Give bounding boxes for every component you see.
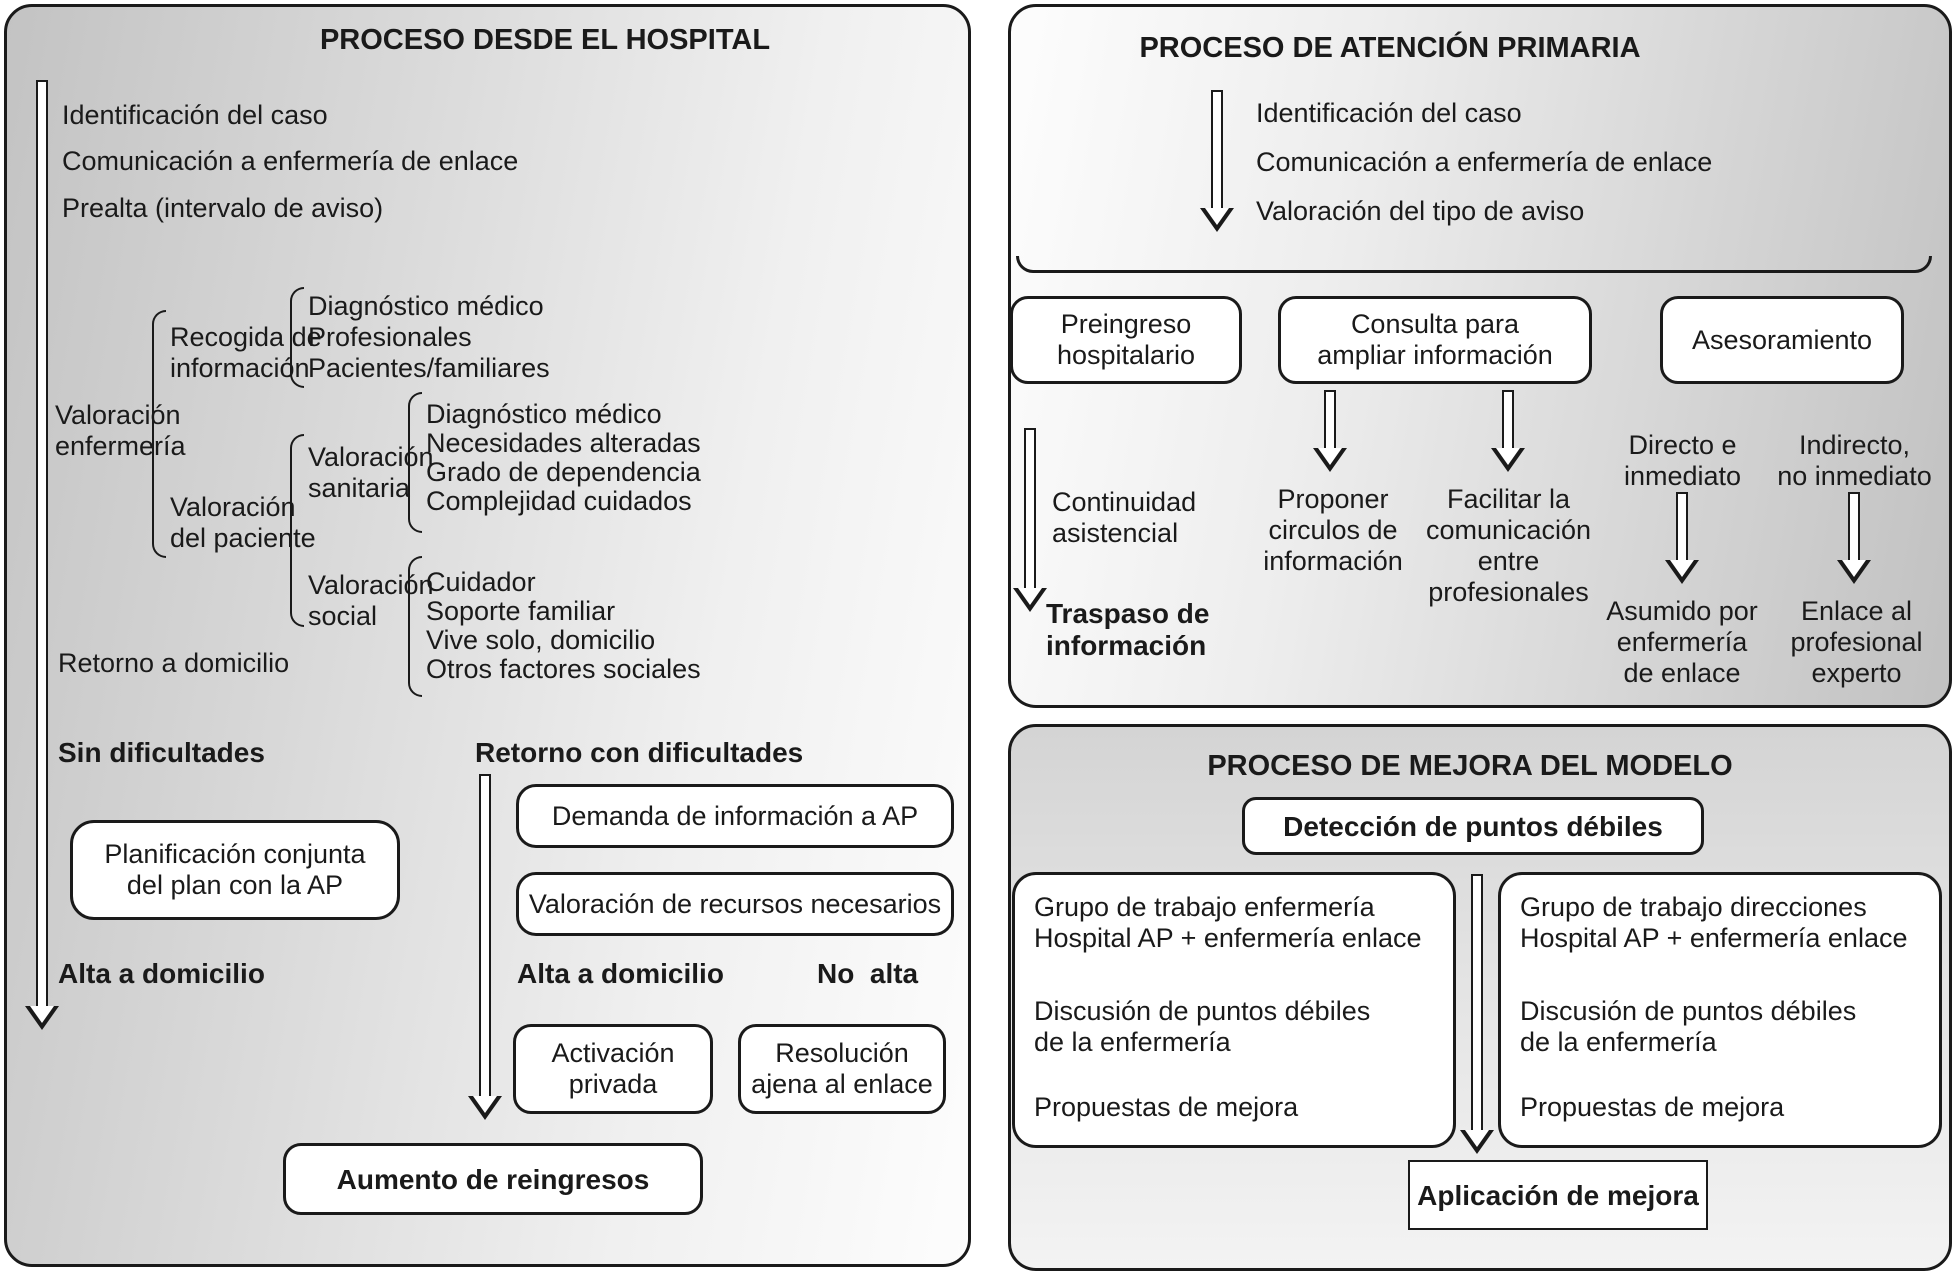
- grupo-enfermeria-box: [1012, 872, 1456, 1148]
- arrow-shaft: [1676, 492, 1688, 560]
- retorno-dificultades-down-arrow: [466, 774, 504, 1120]
- atencion-primaria-title: PROCESO DE ATENCIÓN PRIMARIA: [1139, 32, 1641, 64]
- valoracion-recursos-box: Valoración de recursos necesarios: [516, 872, 954, 936]
- ap-steps-down-arrow: [1198, 90, 1236, 232]
- no-alta-label: No alta: [817, 958, 919, 989]
- arrow-shaft: [36, 80, 48, 1006]
- grupo-direcciones-propuestas: Propuestas de mejora: [1520, 1092, 1785, 1122]
- grupo-direcciones-discusion: Discusión de puntos débiles de la enferm…: [1520, 996, 1857, 1057]
- sanitaria-items-bracket: [408, 392, 422, 533]
- arrow-shaft: [479, 774, 491, 1096]
- asesoramiento-text: Asesoramiento: [1691, 324, 1873, 355]
- aplicacion-mejora-text: Aplicación de mejora: [1417, 1179, 1699, 1211]
- valoracion-recursos-text: Valoración de recursos necesarios: [528, 888, 942, 919]
- aplicacion-mejora-box: Aplicación de mejora: [1408, 1160, 1708, 1230]
- activacion-privada-text: Activación privada: [551, 1038, 675, 1099]
- sanitaria-items: Diagnóstico médico Necesidades alteradas…: [426, 399, 701, 516]
- ap-group-bracket: [1016, 256, 1932, 273]
- alta-domicilio-right-label: Alta a domicilio: [517, 958, 724, 989]
- consulta-ampliar-text: Consulta para ampliar información: [1317, 309, 1553, 370]
- asumido-enfermeria-label: Asumido por enfermería de enlace: [1606, 596, 1758, 688]
- sin-dificultades-label: Sin dificultades: [58, 737, 265, 768]
- grupo-enfermeria-propuestas: Propuestas de mejora: [1034, 1092, 1299, 1122]
- arrow-shaft: [1471, 874, 1483, 1130]
- hospital-title: PROCESO DESDE EL HOSPITAL: [319, 24, 771, 56]
- indirecto-no-inmediato-label: Indirecto, no inmediato: [1777, 430, 1932, 491]
- valoracion-paciente-bracket: [290, 434, 304, 627]
- retorno-domicilio-label: Retorno a domicilio: [58, 648, 290, 678]
- deteccion-puntos-debiles-box: Detección de puntos débiles: [1242, 797, 1704, 855]
- asesoramiento-box: Asesoramiento: [1660, 296, 1904, 384]
- deteccion-puntos-debiles-text: Detección de puntos débiles: [1283, 810, 1663, 842]
- aumento-reingresos-box: Aumento de reingresos: [283, 1143, 703, 1215]
- social-items: Cuidador Soporte familiar Vive solo, dom…: [426, 567, 701, 684]
- recogida-items-bracket: [290, 287, 304, 388]
- retorno-con-dificultades-label: Retorno con dificultades: [475, 737, 804, 768]
- indirecto-down-arrow: [1836, 492, 1872, 584]
- ap-step-valoracion-aviso: Valoración del tipo de aviso: [1256, 196, 1585, 226]
- hospital-step-prealta: Prealta (intervalo de aviso): [62, 193, 384, 223]
- valoracion-enfermeria-bracket: [152, 310, 166, 558]
- proponer-down-arrow: [1312, 390, 1348, 472]
- arrow-shaft: [1848, 492, 1860, 560]
- arrow-shaft: [1211, 90, 1223, 208]
- facilitar-down-arrow: [1490, 390, 1526, 472]
- grupo-enfermeria-discusion: Discusión de puntos débiles de la enferm…: [1034, 996, 1371, 1057]
- demanda-informacion-box: Demanda de información a AP: [516, 784, 954, 848]
- grupo-enfermeria-header: Grupo de trabajo enfermería Hospital AP …: [1034, 892, 1422, 953]
- recogida-items: Diagnóstico médico Profesionales Pacient…: [308, 291, 550, 383]
- preingreso-hospitalario-text: Preingreso hospitalario: [1056, 309, 1196, 370]
- hospital-main-down-arrow: [22, 80, 62, 1030]
- directo-inmediato-label: Directo e inmediato: [1623, 430, 1742, 491]
- hospital-step-identificacion: Identificación del caso: [62, 100, 328, 130]
- hospital-step-comunicacion: Comunicación a enfermería de enlace: [62, 146, 519, 176]
- arrow-shaft: [1324, 390, 1336, 448]
- demanda-informacion-text: Demanda de información a AP: [551, 800, 919, 831]
- ap-step-identificacion: Identificación del caso: [1256, 98, 1522, 128]
- social-items-bracket: [408, 556, 422, 697]
- resolucion-ajena-text: Resolución ajena al enlace: [751, 1038, 933, 1099]
- resolucion-ajena-box: Resolución ajena al enlace: [738, 1024, 946, 1114]
- planificacion-conjunta-text: Planificación conjunta del plan con la A…: [104, 839, 366, 900]
- arrow-shaft: [1024, 428, 1036, 588]
- mejora-title: PROCESO DE MEJORA DEL MODELO: [1207, 750, 1733, 782]
- enlace-experto-label: Enlace al profesional experto: [1790, 596, 1923, 688]
- activacion-privada-box: Activación privada: [513, 1024, 713, 1114]
- planificacion-conjunta-box: Planificación conjunta del plan con la A…: [70, 820, 400, 920]
- directo-down-arrow: [1664, 492, 1700, 584]
- recogida-informacion-label: Recogida de información: [170, 322, 322, 383]
- aumento-reingresos-text: Aumento de reingresos: [336, 1163, 650, 1195]
- valoracion-enfermeria-label: Valoración enfermería: [55, 400, 186, 461]
- continuidad-down-arrow: [1012, 428, 1048, 612]
- continuidad-asistencial-label: Continuidad asistencial: [1052, 487, 1197, 548]
- arrow-shaft: [1502, 390, 1514, 448]
- valoracion-sanitaria-label: Valoración sanitaria: [308, 442, 434, 503]
- facilitar-comunicacion-label: Facilitar la comunicación entre profesio…: [1425, 484, 1592, 607]
- alta-domicilio-left-label: Alta a domicilio: [58, 958, 265, 989]
- consulta-ampliar-box: Consulta para ampliar información: [1278, 296, 1592, 384]
- ap-step-comunicacion: Comunicación a enfermería de enlace: [1256, 147, 1713, 177]
- grupo-direcciones-box: [1498, 872, 1942, 1148]
- traspaso-informacion-label: Traspaso de información: [1046, 598, 1210, 661]
- valoracion-paciente-label: Valoración del paciente: [170, 492, 316, 553]
- valoracion-social-label: Valoración social: [308, 570, 434, 631]
- preingreso-hospitalario-box: Preingreso hospitalario: [1010, 296, 1242, 384]
- grupo-direcciones-header: Grupo de trabajo direcciones Hospital AP…: [1520, 892, 1908, 953]
- proponer-circulos-label: Proponer circulos de información: [1263, 484, 1403, 576]
- mejora-down-arrow: [1460, 874, 1494, 1154]
